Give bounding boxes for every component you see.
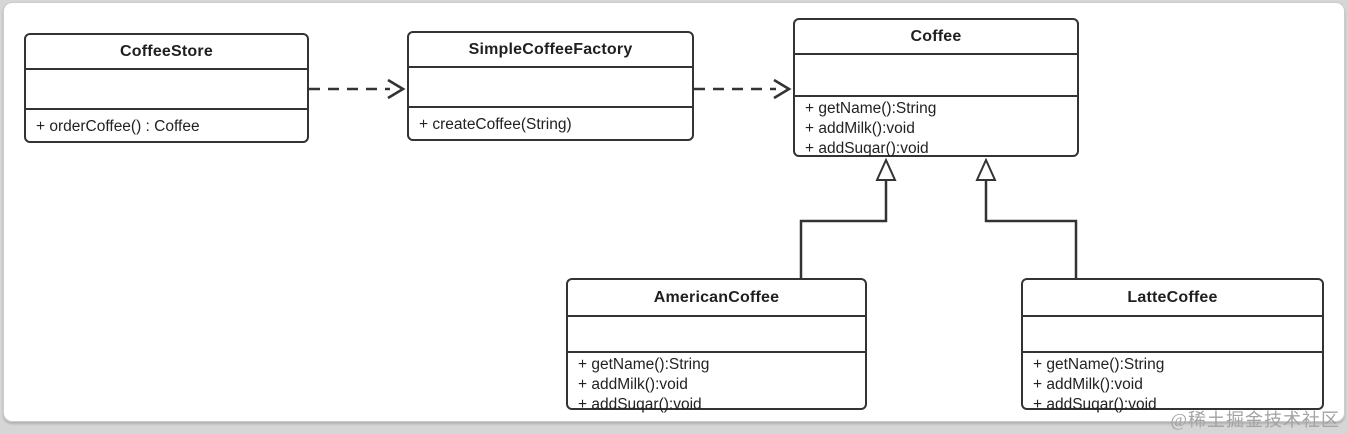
method-row: + addMilk():void (578, 376, 688, 393)
class-box-americancoffee: AmericanCoffee + getName():String + addM… (566, 278, 867, 413)
class-title: SimpleCoffeeFactory (468, 40, 633, 58)
method-row: + createCoffee(String) (419, 116, 572, 133)
inheritance-connector-latte-coffee (975, 157, 1078, 278)
diagram-canvas: CoffeeStore + orderCoffee() : Coffee Sim… (3, 2, 1345, 422)
class-box-simplecoffeefactory: SimpleCoffeeFactory + createCoffee(Strin… (407, 31, 694, 141)
method-row: + getName():String (805, 100, 937, 117)
class-attributes-empty (409, 66, 692, 106)
class-methods: + getName():String + addMilk():void + ad… (568, 351, 865, 417)
class-title: Coffee (910, 27, 962, 45)
class-box-coffee: Coffee + getName():String + addMilk():vo… (793, 18, 1079, 157)
method-row: + addSuqar():void (578, 396, 702, 413)
class-methods: + getName():String + addMilk():void + ad… (1023, 351, 1322, 417)
class-box-lattecoffee: LatteCoffee + getName():String + addMilk… (1021, 278, 1324, 413)
method-row: + getName():String (578, 356, 710, 373)
method-row: + addMilk():void (1033, 376, 1143, 393)
class-attributes-empty (26, 68, 307, 108)
inheritance-connector-american-coffee (799, 157, 897, 278)
method-row: + getName():String (1033, 356, 1165, 373)
dependency-arrow-coffeestore-factory (309, 78, 406, 100)
class-title: AmericanCoffee (653, 288, 780, 306)
class-methods: + orderCoffee() : Coffee (26, 108, 307, 144)
class-methods: + getName():String + addMilk():void + ad… (795, 95, 1077, 161)
class-box-coffeestore: CoffeeStore + orderCoffee() : Coffee (24, 33, 309, 143)
dependency-arrow-factory-coffee (694, 78, 792, 100)
class-methods: + createCoffee(String) (409, 106, 692, 142)
method-row: + addMilk():void (805, 120, 915, 137)
class-attributes-empty (1023, 315, 1322, 351)
method-row: + addSuqar():void (805, 140, 929, 157)
class-title: CoffeeStore (120, 42, 213, 60)
method-row: + orderCoffee() : Coffee (36, 118, 200, 135)
class-attributes-empty (795, 53, 1077, 95)
class-attributes-empty (568, 315, 865, 351)
class-title: LatteCoffee (1127, 288, 1218, 306)
method-row: + addSuqar():void (1033, 396, 1157, 413)
juejin-watermark: @稀土掘金技术社区 (1170, 410, 1340, 430)
